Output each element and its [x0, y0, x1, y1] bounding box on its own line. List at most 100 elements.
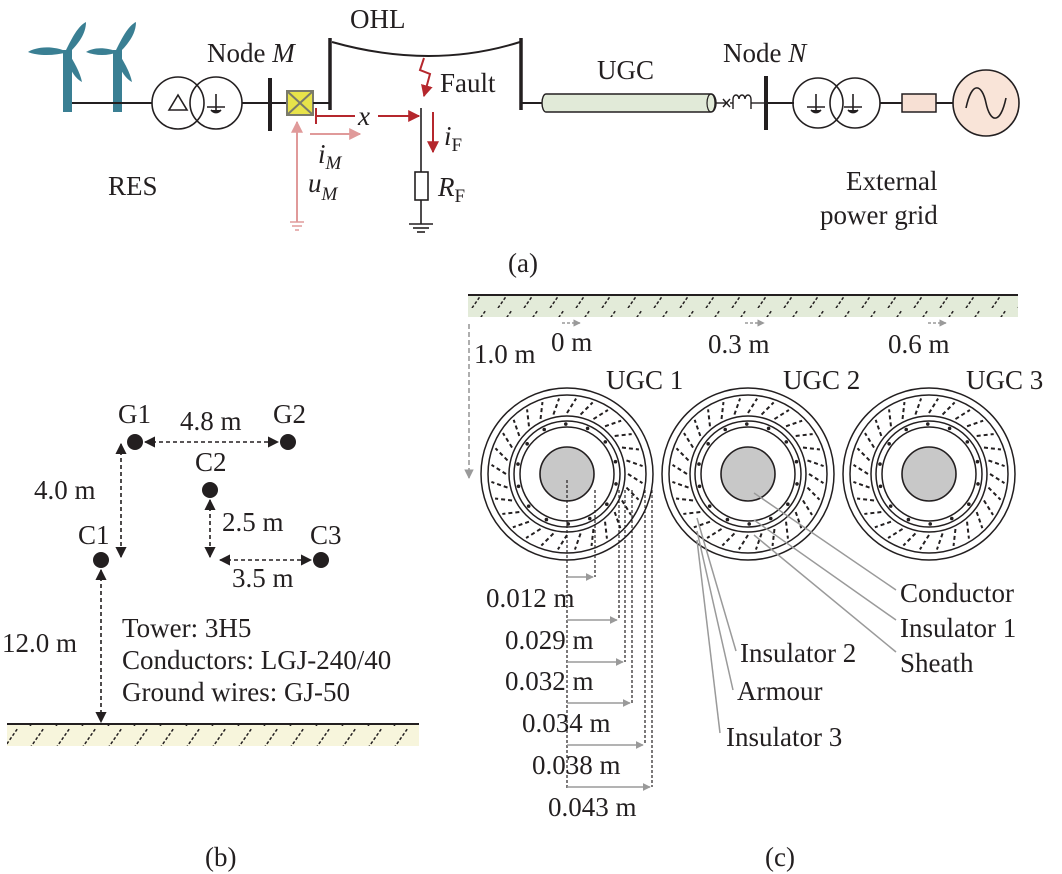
armour-hatch — [747, 398, 758, 414]
spec-conductors: Conductors: LGJ-240/40 — [122, 645, 391, 675]
grid-label-line1: External — [846, 166, 937, 196]
armour-hatch — [552, 398, 561, 415]
sheath-dot — [888, 504, 893, 508]
depth-label: 1.0 m — [474, 339, 536, 369]
ohl-conductor — [331, 41, 521, 57]
conductor-core — [901, 446, 957, 502]
armour-hatch — [672, 480, 689, 489]
ugc-label: UGC — [597, 55, 654, 85]
armour-hatch — [806, 486, 821, 501]
sheath-dot — [614, 482, 618, 486]
measure-ground-icon — [290, 221, 304, 231]
sheath-dot — [794, 459, 799, 464]
armour-hatch — [526, 409, 530, 427]
wind-turbine-icon — [28, 22, 136, 112]
radius-label-insulator3: 0.043 m — [548, 792, 637, 822]
armour-hatch — [807, 459, 824, 468]
sheath-dot — [904, 427, 909, 432]
sheath-dot — [725, 517, 730, 522]
armour-hatch — [706, 528, 723, 539]
armour-hatch — [675, 497, 694, 502]
radius-dimensions — [566, 480, 653, 790]
conductor-point-c2 — [202, 482, 218, 498]
underground-cable-icon — [541, 93, 717, 113]
panel-a-single-line-diagram: OHL Fault x iF RF iM uM Node M — [28, 4, 1020, 278]
node-m-label: Node M — [207, 38, 296, 68]
sheath-dot — [768, 516, 773, 521]
ohl-label: OHL — [350, 4, 406, 34]
armour-hatch — [952, 528, 957, 547]
res-label: RES — [108, 171, 158, 201]
label-ugc3: UGC 3 — [966, 365, 1043, 395]
sheath-dot — [784, 440, 789, 444]
voltage-m-label: uM — [308, 168, 339, 205]
ground-surface-c — [468, 295, 1018, 317]
armour-hatch — [693, 419, 702, 437]
label-ugc2: UGC 2 — [783, 365, 860, 395]
armour-hatch — [683, 432, 694, 449]
armour-hatch — [512, 520, 530, 529]
dim-label-c2-c3-vertical: 2.5 m — [222, 507, 284, 537]
armour-hatch — [760, 401, 775, 416]
cable-cross-section-ugc2 — [661, 387, 835, 561]
spec-tower: Tower: 3H5 — [122, 613, 251, 643]
armour-hatch — [491, 480, 508, 489]
armour-hatch — [983, 446, 1002, 451]
layer-label-conductor: Conductor — [900, 578, 1014, 608]
armour-hatch — [621, 446, 640, 451]
armour-hatch — [721, 532, 736, 547]
armour-hatch — [983, 499, 994, 516]
sheath-dot — [613, 459, 618, 464]
sheath-dot — [949, 516, 954, 521]
armour-hatch — [491, 464, 507, 475]
caption-a: (a) — [508, 248, 538, 278]
sheath-dot — [878, 462, 882, 466]
offset-label-ugc1: 0 m — [551, 327, 592, 357]
armour-hatch — [976, 433, 994, 437]
armour-hatch — [683, 511, 701, 515]
armour-hatch — [494, 497, 513, 502]
armour-hatch — [672, 464, 688, 475]
sheath-dot — [526, 504, 531, 508]
sheath-dot — [967, 502, 971, 507]
sheath-dot — [747, 522, 752, 526]
cable-ring — [689, 415, 807, 533]
layer-label-insulator1: Insulator 1 — [900, 613, 1016, 643]
caption-b: (b) — [205, 842, 236, 872]
sheath-dot — [878, 484, 883, 489]
layer-leader-lines — [696, 492, 897, 734]
radius-label-insulator1: 0.029 m — [505, 625, 594, 655]
cable-ring — [849, 394, 1009, 554]
sheath-dot — [563, 422, 568, 426]
armour-hatch — [627, 473, 643, 484]
armour-hatch — [966, 419, 984, 428]
armour-hatch — [540, 532, 555, 547]
conductor-point-c3 — [313, 552, 329, 568]
sheath-dot — [544, 517, 549, 522]
armour-hatch — [802, 499, 813, 516]
label-ugc1: UGC 1 — [606, 365, 683, 395]
fault-label: Fault — [440, 68, 496, 98]
armour-hatch — [773, 409, 790, 420]
armour-hatch — [539, 401, 544, 420]
sheath-dot — [928, 522, 933, 526]
sheath-dot — [585, 426, 590, 431]
armour-hatch — [579, 401, 594, 416]
conductor-core — [720, 446, 776, 502]
sheath-dot — [947, 426, 952, 431]
sheath-dot — [566, 522, 571, 526]
armour-hatch — [512, 419, 521, 437]
fault-resistor-icon — [414, 171, 429, 201]
sheath-dot — [525, 441, 529, 446]
ground-surface-b — [7, 724, 419, 746]
dim-label-c2-c3-horizontal: 3.5 m — [232, 563, 294, 593]
spec-ground-wires: Ground wires: GJ-50 — [122, 677, 350, 707]
cable-cross-section-ugc1 — [480, 387, 654, 561]
sheath-dot — [976, 482, 980, 486]
armour-hatch — [590, 528, 595, 547]
relay-icon[interactable] — [286, 90, 314, 116]
armour-hatch — [621, 499, 632, 516]
armour-hatch — [707, 409, 711, 427]
sheath-dot — [766, 426, 771, 431]
